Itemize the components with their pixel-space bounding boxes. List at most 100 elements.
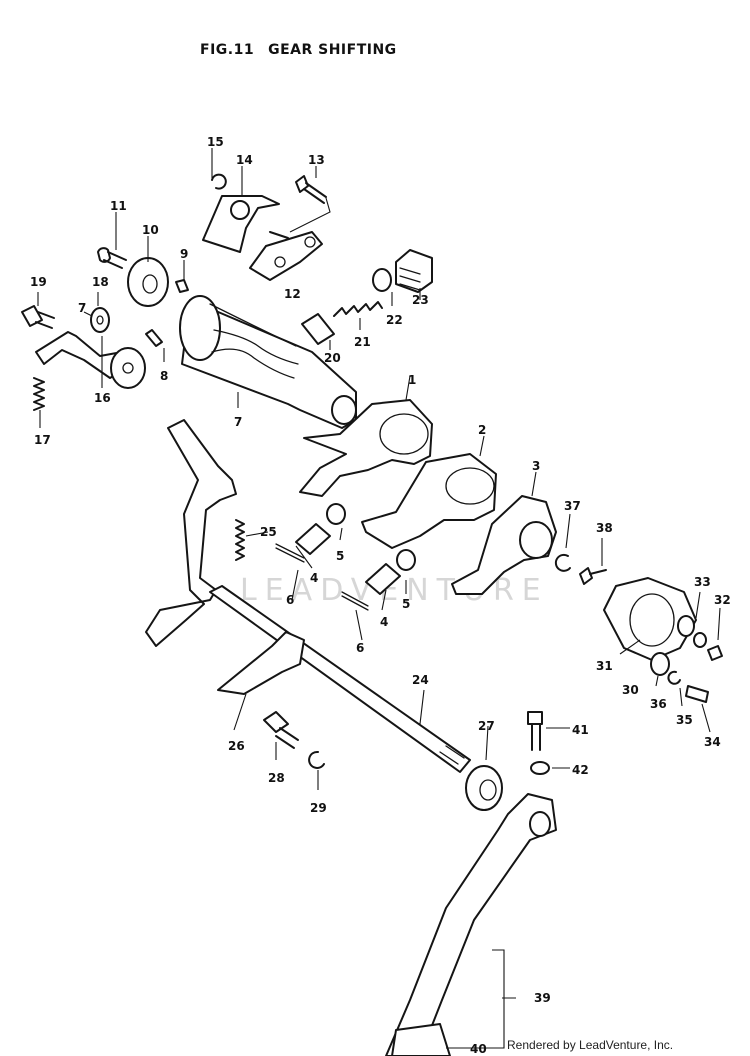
- part-41-bolt-shank: [531, 723, 541, 751]
- part-24-gearshift-shaft: [209, 585, 471, 773]
- callout-30: 30: [622, 683, 639, 697]
- part-8-pin: [145, 329, 163, 347]
- callout-4-upper: 4: [310, 571, 318, 585]
- callout-28: 28: [268, 771, 285, 785]
- part-17-stopper-spring: [33, 377, 45, 411]
- part-13-screw-shank: [303, 182, 327, 204]
- callout-40: 40: [470, 1042, 487, 1056]
- part-24-shaft-spline: [439, 745, 465, 765]
- callout-7-lower: 7: [234, 415, 242, 429]
- callout-4-lower: 4: [380, 615, 388, 629]
- part-28-stud-head: [263, 711, 289, 733]
- part-39-gearshift-lever: [385, 793, 557, 1056]
- callout-15: 15: [207, 135, 224, 149]
- part-6-cotter-pin-upper: [275, 543, 305, 563]
- part-4-fork-pin-upper: [295, 523, 331, 555]
- part-23-plug-bolt: [395, 249, 433, 293]
- callout-33: 33: [694, 575, 711, 589]
- figure-title: FIG.11 GEAR SHIFTING: [200, 42, 397, 58]
- part-13-leader: [289, 197, 331, 233]
- part-10-center-hole: [142, 274, 158, 294]
- callout-31: 31: [596, 659, 613, 673]
- part-22-gasket: [372, 268, 392, 292]
- part-6-cotter-pin-lower: [341, 591, 369, 611]
- part-18-washer-hole: [96, 315, 104, 325]
- part-26-shift-arm: [217, 631, 305, 695]
- part-10-cam-plate: [127, 257, 169, 307]
- part-39-lever-hub: [529, 811, 551, 837]
- callout-29: 29: [310, 801, 327, 815]
- callout-5-lower: 5: [402, 597, 410, 611]
- part-19-bolt-head: [21, 305, 43, 327]
- callout-7-upper: 7: [78, 301, 86, 315]
- part-23-threads: [399, 267, 421, 291]
- part-14-boss: [230, 200, 250, 220]
- part-16-roller-hole: [122, 362, 134, 374]
- part-16-lever-roller: [110, 347, 146, 389]
- callout-10: 10: [142, 223, 159, 237]
- part-13-screw-head: [295, 175, 309, 193]
- part-11-screw-shank: [103, 251, 127, 269]
- part-31-cover-gasket: [629, 593, 675, 647]
- part-27-oil-seal: [465, 765, 503, 811]
- callout-41: 41: [572, 723, 589, 737]
- part-12-hole-b: [304, 236, 316, 248]
- part-41-bolt-head: [527, 711, 543, 725]
- callout-34: 34: [704, 735, 721, 749]
- part-12-hole-a: [274, 256, 286, 268]
- callout-23: 23: [412, 293, 429, 307]
- figure-name: GEAR SHIFTING: [268, 42, 397, 58]
- callout-35: 35: [676, 713, 693, 727]
- part-28-stud-shank: [275, 727, 299, 749]
- callout-21: 21: [354, 335, 371, 349]
- callout-6-lower: 6: [356, 641, 364, 655]
- part-4-fork-pin-lower: [365, 563, 401, 595]
- part-gearshift-arm: [145, 419, 237, 647]
- part-5-roller-upper: [326, 503, 346, 525]
- part-19-bolt-shank: [35, 311, 55, 329]
- callout-18: 18: [92, 275, 109, 289]
- part-36-washer: [650, 652, 670, 676]
- figure-number: FIG.11: [200, 42, 255, 58]
- part-11-screw-head: [97, 247, 111, 263]
- part-3-shift-fork: [451, 495, 557, 595]
- part-12-shift-link: [249, 231, 323, 281]
- callout-32: 32: [714, 593, 731, 607]
- part-14-stopper-plate: [202, 195, 280, 253]
- part-2-shift-fork: [361, 453, 497, 549]
- part-35-lock-washer: [667, 670, 681, 685]
- part-27-seal-bore: [479, 779, 497, 801]
- callout-42: 42: [572, 763, 589, 777]
- part-9-pin: [175, 279, 189, 293]
- part-1-shift-fork: [299, 399, 433, 497]
- part-20-plunger: [301, 313, 335, 345]
- part-30-cover-boss: [677, 615, 695, 637]
- callout-39: 39: [534, 991, 551, 1005]
- callout-3: 3: [532, 459, 540, 473]
- callout-8: 8: [160, 369, 168, 383]
- part-15-circlip: [211, 173, 227, 190]
- part-21-spring: [333, 301, 383, 317]
- callout-6-upper: 6: [286, 593, 294, 607]
- callout-20: 20: [324, 351, 341, 365]
- callout-5-upper: 5: [336, 549, 344, 563]
- part-37-circlip: [554, 553, 571, 572]
- callout-38: 38: [596, 521, 613, 535]
- part-30-cam-cover: [603, 577, 697, 661]
- part-42-washer: [530, 761, 550, 775]
- part-32-screw: [707, 645, 723, 661]
- callout-1: 1: [408, 373, 416, 387]
- part-34-bolt: [685, 685, 709, 703]
- callout-19: 19: [30, 275, 47, 289]
- callout-14: 14: [236, 153, 253, 167]
- part-29-clip: [308, 750, 325, 769]
- callout-2: 2: [478, 423, 486, 437]
- callout-leader-lines: [37, 148, 721, 1049]
- callout-27: 27: [478, 719, 495, 733]
- callout-22: 22: [386, 313, 403, 327]
- callout-13: 13: [308, 153, 325, 167]
- part-38-screw-shank: [589, 569, 607, 575]
- part-33-washer: [693, 632, 707, 648]
